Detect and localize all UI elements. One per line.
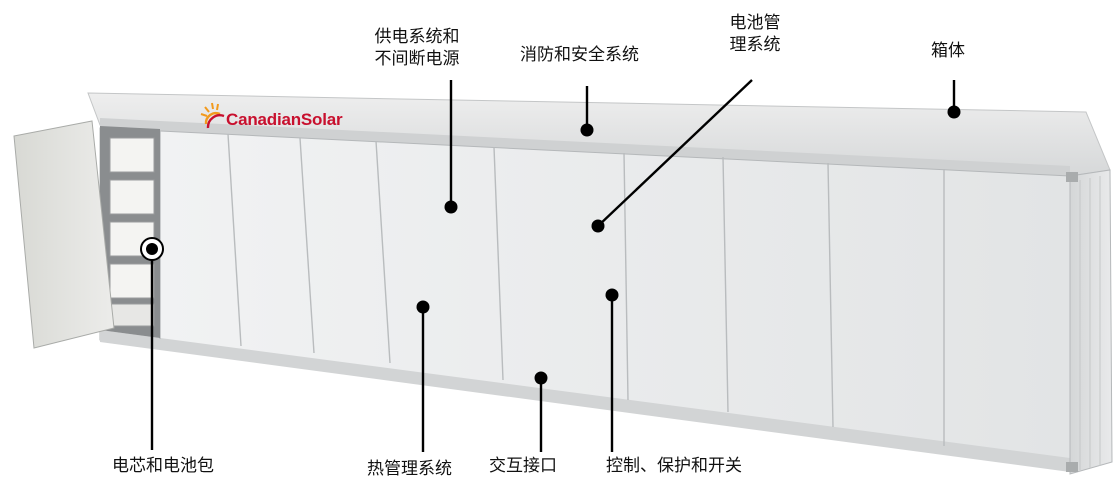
callout-dot-fire-safety	[580, 123, 594, 137]
callout-dot-enclosure	[947, 105, 961, 119]
callout-dot-interface	[534, 371, 548, 385]
callout-dots	[416, 105, 961, 385]
label-bms-line1: 电池管	[729, 13, 781, 33]
label-thermal: 热管理系统	[367, 459, 452, 479]
battery-racks	[109, 137, 155, 327]
label-control: 控制、保护和开关	[606, 456, 742, 476]
corner-casting-bottom	[1066, 462, 1078, 472]
callout-dot-power-supply	[444, 200, 458, 214]
container-top-rail	[100, 118, 1070, 178]
callout-ring-cells-packs	[140, 237, 164, 261]
label-fire-safety: 消防和安全系统	[520, 45, 639, 65]
label-enclosure: 箱体	[931, 41, 965, 61]
label-interface: 交互接口	[489, 456, 557, 476]
callout-dot-control	[605, 288, 619, 302]
label-power-supply: 供电系统和 不间断电源	[371, 26, 463, 70]
label-bms-line2: 理系统	[729, 35, 781, 55]
callout-dot-bms	[591, 219, 605, 233]
label-power-supply-line2: 不间断电源	[374, 49, 460, 69]
brand-name: CanadianSolar	[226, 110, 343, 129]
container-side	[1069, 169, 1113, 475]
callout-line-bms	[597, 79, 753, 227]
callout-lines	[150, 79, 956, 452]
label-bms: 电池管 理系统	[724, 12, 786, 56]
label-cells-packs: 电芯和电池包	[112, 456, 214, 476]
brand-logo-icon	[200, 102, 225, 129]
open-door	[13, 120, 115, 349]
label-power-supply-line1: 供电系统和	[374, 27, 460, 47]
side-corrugation	[1079, 176, 1101, 470]
corner-casting-top	[1066, 172, 1078, 182]
callout-dot-thermal	[416, 300, 430, 314]
panel-dividers	[159, 131, 945, 446]
container-body	[99, 127, 1071, 471]
container-bottom-rail	[100, 330, 1070, 472]
